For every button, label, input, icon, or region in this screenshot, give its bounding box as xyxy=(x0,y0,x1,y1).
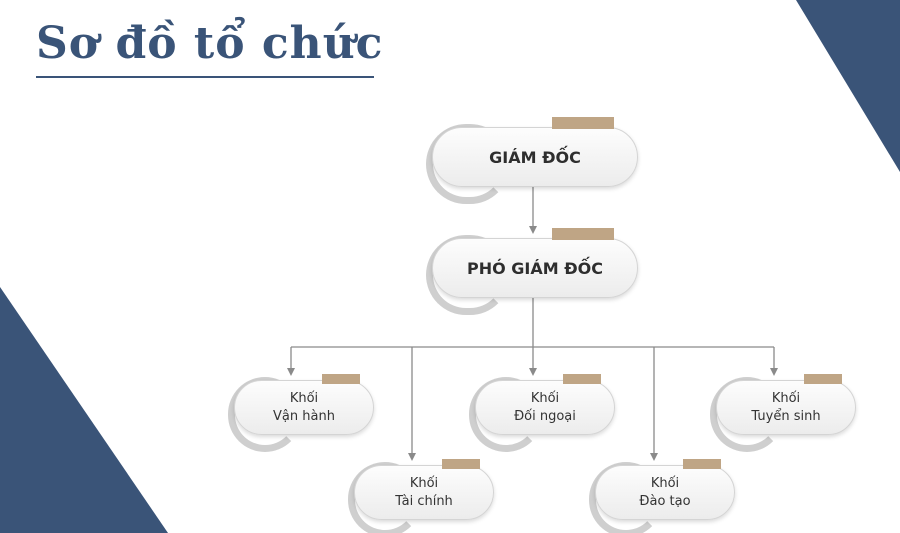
node-pill: GIÁM ĐỐC xyxy=(432,127,638,187)
node-tab xyxy=(552,117,614,129)
node-pill: PHÓ GIÁM ĐỐC xyxy=(432,238,638,298)
node-label-line1: Khối xyxy=(409,475,439,491)
node-label-line1: Khối xyxy=(650,475,680,491)
node-tab xyxy=(683,459,721,469)
node-pill: Khối Đối ngoại xyxy=(475,380,615,435)
page-title: Sơ đồ tổ chức xyxy=(36,18,384,69)
node-label-line1: Khối xyxy=(771,390,801,406)
node-label-line2: Vận hành xyxy=(273,408,335,424)
node-label-line1: Khối xyxy=(530,390,560,406)
node-pill: Khối Tài chính xyxy=(354,465,494,520)
node-label: GIÁM ĐỐC xyxy=(489,147,581,167)
node-khoi-van-hanh: Khối Vận hành xyxy=(228,374,374,452)
node-label: PHÓ GIÁM ĐỐC xyxy=(467,258,603,278)
node-label-line1: Khối xyxy=(289,390,319,406)
node-khoi-tai-chinh: Khối Tài chính xyxy=(348,459,494,533)
node-label-line2: Tuyển sinh xyxy=(751,408,821,424)
node-khoi-tuyen-sinh: Khối Tuyển sinh xyxy=(710,374,856,452)
node-pill: Khối Vận hành xyxy=(234,380,374,435)
node-pill: Khối Đào tạo xyxy=(595,465,735,520)
node-khoi-dao-tao: Khối Đào tạo xyxy=(589,459,735,533)
node-label-line2: Đào tạo xyxy=(639,493,691,509)
node-tab xyxy=(563,374,601,384)
node-tab xyxy=(552,228,614,240)
decor-triangle-bottom-left xyxy=(0,287,168,533)
node-tab xyxy=(804,374,842,384)
node-khoi-doi-ngoai: Khối Đối ngoại xyxy=(469,374,615,452)
node-tab xyxy=(322,374,360,384)
node-giam-doc: GIÁM ĐỐC xyxy=(426,117,638,204)
decor-triangle-top-right xyxy=(796,0,900,172)
node-label-line2: Đối ngoại xyxy=(514,408,576,424)
node-label-line2: Tài chính xyxy=(395,493,453,509)
title-underline xyxy=(36,76,374,78)
node-tab xyxy=(442,459,480,469)
node-pill: Khối Tuyển sinh xyxy=(716,380,856,435)
node-pho-giam-doc: PHÓ GIÁM ĐỐC xyxy=(426,228,638,315)
